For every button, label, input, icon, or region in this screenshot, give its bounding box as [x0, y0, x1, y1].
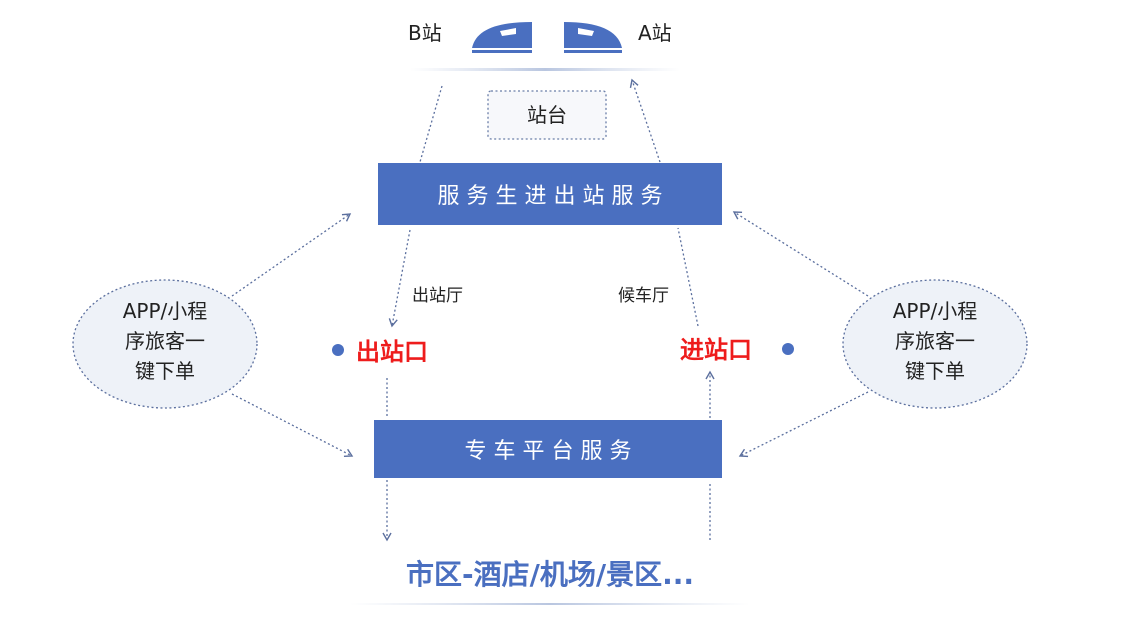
- app-right-to-service-arrow: [732, 211, 869, 297]
- platform-to-service-line: [419, 85, 443, 163]
- app-left-line-1: APP/小程: [123, 299, 208, 323]
- app-left-to-car-arrow: [231, 393, 354, 458]
- service-to-station-a-arrow: [629, 78, 661, 163]
- service-to-exit-arrow: [388, 229, 411, 328]
- station-service-label: 服 务 生 进 出 站 服 务: [438, 184, 663, 209]
- exit-hall-label: 出站厅: [412, 286, 463, 306]
- app-right-line-3: 键下单: [905, 359, 965, 383]
- car-platform-service-label: 专 车 平 台 服 务: [465, 439, 632, 464]
- car-platform-service-box: [374, 420, 722, 478]
- exit-gate-dot: [332, 344, 344, 356]
- track-line: [410, 68, 680, 71]
- app-left-line-2: 序旅客一: [125, 329, 205, 353]
- app-left-line-3: 键下单: [135, 359, 195, 383]
- app-left-to-service-arrow: [231, 213, 352, 297]
- platform-box: [487, 90, 607, 140]
- app-order-right-node: APP/小程 序旅客一 键下单: [842, 279, 1028, 409]
- station-a-label: A站: [638, 21, 672, 45]
- train-a-icon: [564, 22, 622, 53]
- app-right-line-1: APP/小程: [893, 299, 978, 323]
- app-order-left-node: APP/小程 序旅客一 键下单: [72, 279, 258, 409]
- exit-gate-label: 出站口: [356, 338, 428, 366]
- entry-gate-label: 进站口: [680, 336, 752, 364]
- platform-label: 站台: [527, 103, 567, 127]
- entry-to-service-line: [677, 227, 699, 327]
- app-right-line-2: 序旅客一: [895, 329, 975, 353]
- destinations-label: 市区-酒店/机场/景区...: [406, 558, 694, 591]
- station-service-box: [378, 163, 722, 225]
- station-b-label: B站: [408, 21, 442, 45]
- entry-gate-dot: [782, 343, 794, 355]
- train-b-icon: [472, 22, 532, 53]
- destinations-underline: [350, 603, 750, 605]
- app-right-to-car-arrow: [738, 391, 869, 458]
- waiting-hall-label: 候车厅: [618, 286, 669, 306]
